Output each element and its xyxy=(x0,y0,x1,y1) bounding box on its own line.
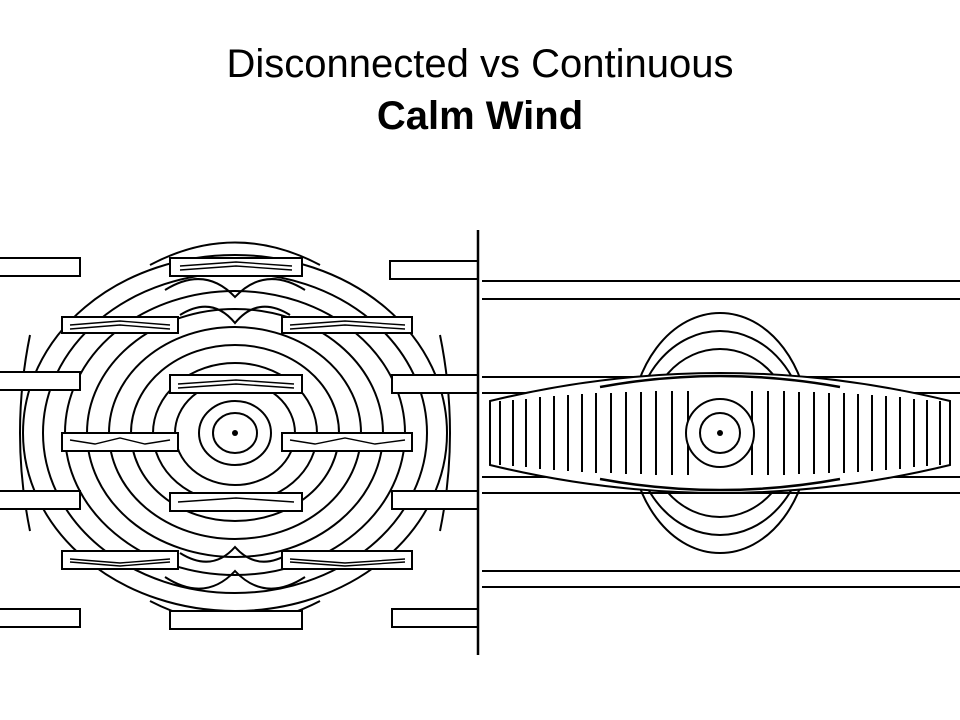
barrier-hatching xyxy=(69,261,406,567)
barrier xyxy=(0,490,81,510)
disconnected-panel xyxy=(0,241,478,630)
barrier xyxy=(391,608,478,628)
contour-ring xyxy=(198,400,272,466)
barrier xyxy=(391,490,478,510)
disconnected-barriers xyxy=(0,257,478,630)
barrier xyxy=(0,257,81,277)
barrier xyxy=(0,371,81,391)
contour-lobe xyxy=(179,305,291,325)
lens-edge xyxy=(599,374,841,389)
contour-figure xyxy=(0,225,960,655)
contour-diagram xyxy=(0,230,960,655)
contour-ring xyxy=(212,412,258,454)
barrier xyxy=(281,550,413,570)
continuous-panel xyxy=(482,280,960,588)
source-point xyxy=(717,430,723,436)
barrier xyxy=(0,608,81,628)
barrier xyxy=(169,610,303,630)
barrier xyxy=(389,260,478,280)
contour-lobe xyxy=(179,545,291,563)
contour-lobe xyxy=(164,569,306,590)
barrier xyxy=(391,374,478,394)
contour-lobe xyxy=(164,278,306,299)
title-block: Disconnected vs Continuous Calm Wind xyxy=(0,38,960,142)
barrier xyxy=(61,432,179,452)
slide-subtitle: Calm Wind xyxy=(376,94,584,138)
barrier xyxy=(169,492,303,512)
slide-title: Disconnected vs Continuous xyxy=(226,42,734,86)
barrier xyxy=(61,550,179,570)
band-stripes xyxy=(499,391,941,475)
barrier xyxy=(169,257,303,277)
barrier xyxy=(281,432,413,452)
center-ring xyxy=(699,412,741,454)
source-point xyxy=(232,430,238,436)
lens-edge xyxy=(599,477,841,492)
contour-lobe xyxy=(149,241,321,266)
